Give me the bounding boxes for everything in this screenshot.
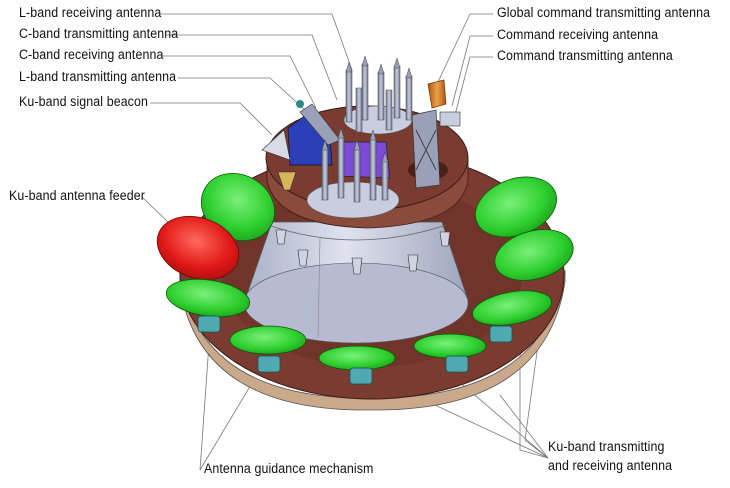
label-c-band-receiving-antenna: C-band receiving antenna (19, 47, 164, 62)
label-l-band-transmitting-antenna: L-band transmitting antenna (19, 69, 177, 84)
label-ku-band-trx-line1: Ku-band transmitting (548, 439, 665, 454)
label-c-band-transmitting-antenna: C-band transmitting antenna (19, 26, 179, 41)
cone-thrusters (275, 229, 451, 275)
cone-body (243, 221, 469, 344)
label-ku-band-trx-line2: and receiving antenna (548, 458, 673, 473)
label-global-command-transmitting-antenna: Global command transmitting antenna (497, 5, 711, 20)
antenna-guidance-mechanisms (197, 315, 513, 385)
label-command-receiving-antenna: Command receiving antenna (497, 27, 659, 42)
label-ku-band-signal-beacon: Ku-band signal beacon (19, 94, 149, 109)
label-l-band-receiving-antenna: L-band receiving antenna (19, 5, 162, 20)
command-antenna-tower (411, 79, 461, 189)
label-antenna-guidance-mechanism: Antenna guidance mechanism (204, 461, 374, 476)
label-ku-band-antenna-feeder: Ku-band antenna feeder (9, 188, 146, 203)
antenna-pillars (321, 55, 413, 203)
label-command-transmitting-antenna: Command transmitting antenna (497, 48, 673, 63)
ku-band-dishes (156, 172, 574, 371)
